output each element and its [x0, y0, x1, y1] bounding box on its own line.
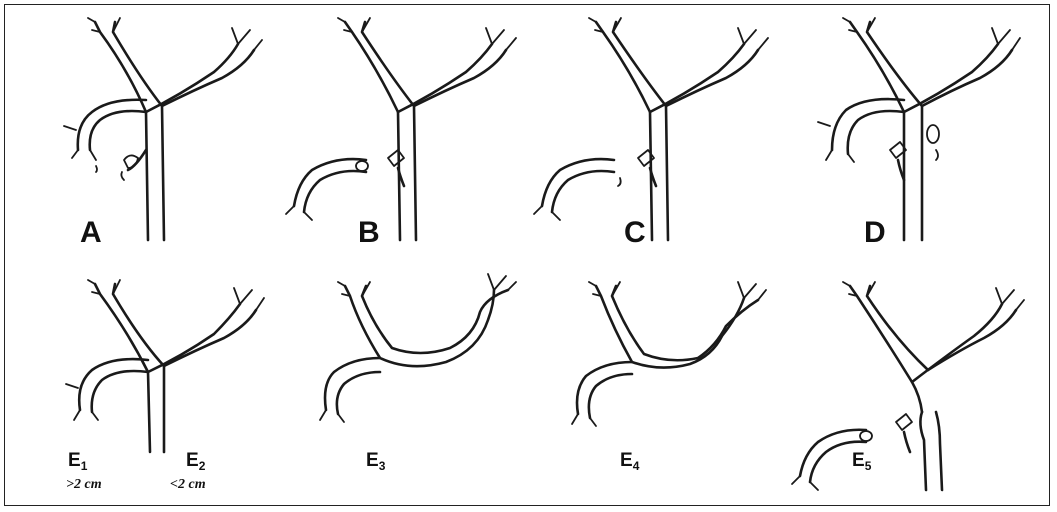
label-e1: E1 [68, 450, 88, 473]
panel-e1-e2: E1 >2 cm E2 <2 cm [66, 280, 264, 492]
label-e4: E4 [620, 450, 640, 473]
label-e3: E3 [366, 450, 386, 473]
panel-label-c: C [624, 216, 646, 249]
label-e1-note: >2 cm [66, 477, 102, 492]
panel-e5: E5 [792, 282, 1024, 490]
panel-c: C [534, 18, 768, 249]
label-e2: E2 [186, 450, 206, 473]
panel-label-a: A [80, 216, 102, 249]
panel-e4: E4 [572, 282, 766, 473]
label-e5: E5 [852, 450, 872, 473]
panel-b: B [286, 18, 516, 249]
panel-a: A [64, 18, 262, 249]
panel-e3: E3 [320, 274, 516, 473]
panel-label-d: D [864, 216, 886, 249]
panel-label-b: B [358, 216, 380, 249]
label-e2-note: <2 cm [170, 477, 206, 492]
panel-d: D [818, 18, 1020, 249]
